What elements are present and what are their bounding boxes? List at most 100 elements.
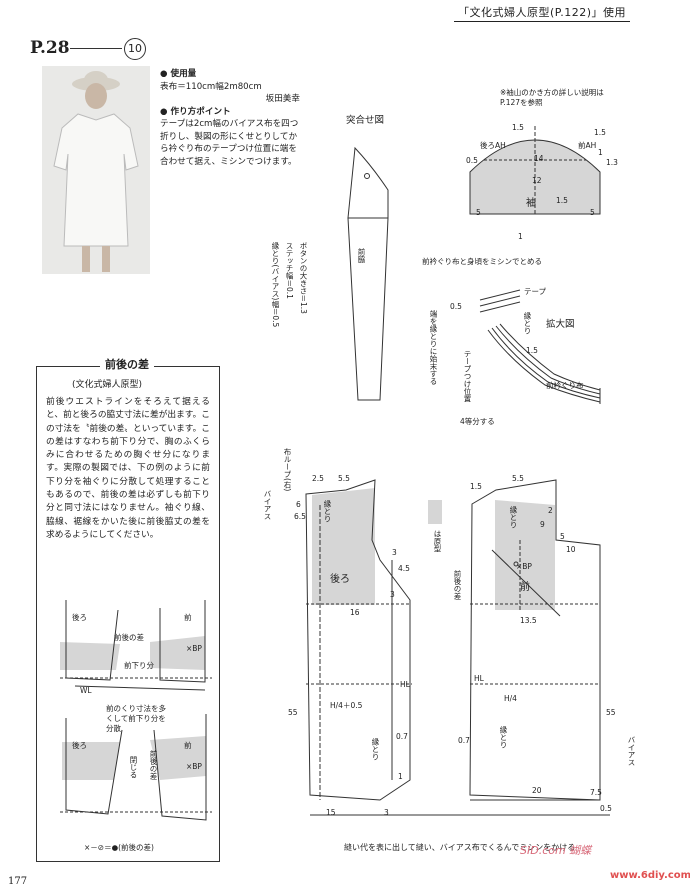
back-num-9: 0.7 — [396, 732, 408, 741]
sleeve-pattern — [469, 126, 601, 215]
back-num-12: 3 — [384, 808, 389, 817]
back-edge: 縁とり — [323, 500, 332, 523]
sleeve-num-3: 14 — [534, 154, 544, 163]
diag1-front: 前 — [184, 613, 192, 622]
back-label: 後ろ — [330, 574, 350, 585]
front-num-7: 55 — [606, 708, 616, 717]
detail-num-0: 0.5 — [450, 302, 462, 311]
howto-text: テープは2cm幅のバイアス布を四つ折りし、製図の形にくせとりしてから衿ぐり布のテ… — [160, 119, 299, 167]
diagram-example-1 — [60, 600, 212, 691]
detail-pattern — [479, 289, 601, 404]
back-edge2: 縁とり — [371, 738, 380, 761]
assembly-button: ボタンの大きさ＝1.3 — [299, 242, 308, 314]
front-num-9: 20 — [532, 786, 542, 795]
assembly-binding: 縁とり(バイアス)幅＝0.5 — [271, 242, 280, 328]
diag2-front: 前 — [184, 741, 192, 750]
back-num-4: 16 — [350, 608, 360, 617]
sleeve-back-ah: 後ろAH — [480, 141, 506, 150]
assembly-front-side: 前脇 — [357, 248, 366, 263]
front-diff: 前後の差 — [453, 570, 462, 600]
back-num-0: 2.5 — [312, 474, 324, 483]
detail-title: 拡大図 — [546, 319, 575, 330]
front-hl: HL — [474, 674, 484, 683]
front-genkei: は原型 — [433, 530, 442, 553]
info-block: ● 使用量 表布＝110cm幅2m80cm 坂田美幸 ● 作り方ポイント テープ… — [160, 68, 300, 168]
back-loop: 布ループ(右) — [283, 448, 292, 492]
model-photo — [42, 66, 150, 274]
item-number: 10 — [124, 38, 146, 60]
label-rule — [70, 48, 122, 49]
diag2-bp: ×BP — [186, 762, 202, 771]
back-num-6: 4.5 — [398, 564, 410, 573]
back-num-11: 15 — [326, 808, 336, 817]
front-num-6: 13.5 — [520, 616, 537, 625]
back-hl: HL — [400, 680, 410, 689]
sleeve-num-7: 5 — [476, 208, 481, 217]
detail-note-top: 前衿ぐり布と身頃をミシンでとめる — [422, 257, 542, 266]
front-edge: 縁とり — [509, 506, 518, 529]
page-number: 177 — [8, 876, 28, 887]
front-num-8: 0.7 — [458, 736, 470, 745]
back-num-3: 6.5 — [294, 512, 306, 521]
watermark-site: www.6diy.com — [610, 870, 690, 881]
sleeve-num-8: 5 — [590, 208, 595, 217]
detail-start: 端を縁とりに始末する — [429, 310, 438, 385]
sleeve-num-10: 1 — [518, 232, 523, 241]
designer-name: 坂田美幸 — [265, 94, 300, 104]
front-num-3: 9 — [540, 520, 545, 529]
sleeve-num-5: 1.3 — [606, 158, 618, 167]
sleeve-num-1: 1.5 — [594, 128, 606, 137]
assembly-title: 突合せ図 — [346, 115, 385, 126]
box-body: 前後ウエストラインをそろえて据えると、前と後ろの脇丈寸法に差が出ます。この寸法を… — [46, 397, 210, 540]
front-num-4: 5 — [560, 532, 565, 541]
front-bp: ×BP — [516, 562, 532, 571]
fabric-text: 表布＝110cm幅2m80cm — [160, 81, 262, 92]
detail-tape: テープ — [524, 287, 547, 296]
fabric-heading: ● 使用量 — [160, 69, 197, 79]
sleeve-num-6: 12 — [532, 176, 542, 185]
back-num-10: 1 — [398, 772, 403, 781]
diag1-diff: 前後の差 — [114, 633, 144, 642]
sleeve-label: 袖 — [526, 198, 536, 209]
detail-num-1: 1.5 — [526, 346, 538, 355]
genkei-swatch — [428, 500, 442, 524]
assembly-pattern — [347, 146, 389, 401]
front-h: H/4 — [504, 694, 517, 703]
front-bias: バイアス — [627, 736, 636, 766]
back-num-5: 3 — [392, 548, 397, 557]
assembly-stitch: ステッチ幅＝0.1 — [285, 242, 294, 299]
front-num-10: 7.5 — [590, 788, 602, 797]
diag-legend: ×－⊘＝●(前後の差) — [84, 843, 154, 852]
bottom-note: 縫い代を表に出して縫い、バイアス布でくるんでミシンをかける — [344, 843, 576, 852]
box-subtitle: (文化式婦人原型) — [72, 380, 143, 390]
front-bodice-pattern — [469, 479, 601, 801]
back-num-8: 55 — [288, 708, 298, 717]
detail-tape-pos: テープつけ位置 — [463, 350, 472, 403]
sleeve-num-9: 1.5 — [556, 196, 568, 205]
diag2-back: 後ろ — [72, 741, 87, 750]
back-num-2: 6 — [296, 500, 301, 509]
sleeve-num-4: 1 — [598, 148, 603, 157]
back-bodice-pattern — [305, 479, 412, 801]
diag2-close: 閉じる — [129, 756, 138, 779]
front-num-5: 10 — [566, 545, 576, 554]
front-num-1: 5.5 — [512, 474, 524, 483]
diag1-bp: ×BP — [186, 644, 202, 653]
page-header: 「文化式婦人原型(P.122)」使用 — [454, 4, 630, 22]
back-bias: バイアス — [263, 490, 272, 520]
sleeve-note: ※袖山のかき方の詳しい説明はP.127を参照 — [500, 88, 604, 107]
watermark-brand: SID.com 蝴蝶 — [520, 844, 592, 857]
box-title: 前後の差 — [100, 356, 154, 372]
front-edge2: 縁とり — [499, 726, 508, 749]
howto-heading: ● 作り方ポイント — [160, 106, 231, 117]
detail-divide: 4等分する — [460, 417, 495, 426]
back-h-plus: H/4＋0.5 — [330, 701, 363, 710]
sleeve-num-0: 1.5 — [512, 123, 524, 132]
diagram-example-2 — [60, 714, 212, 821]
diag1-back: 後ろ — [72, 613, 87, 622]
page-label: P.28 — [30, 38, 70, 58]
sleeve-num-2: 0.5 — [466, 156, 478, 165]
diag1-wl: WL — [80, 686, 92, 695]
detail-edge: 縁とり — [523, 312, 532, 335]
